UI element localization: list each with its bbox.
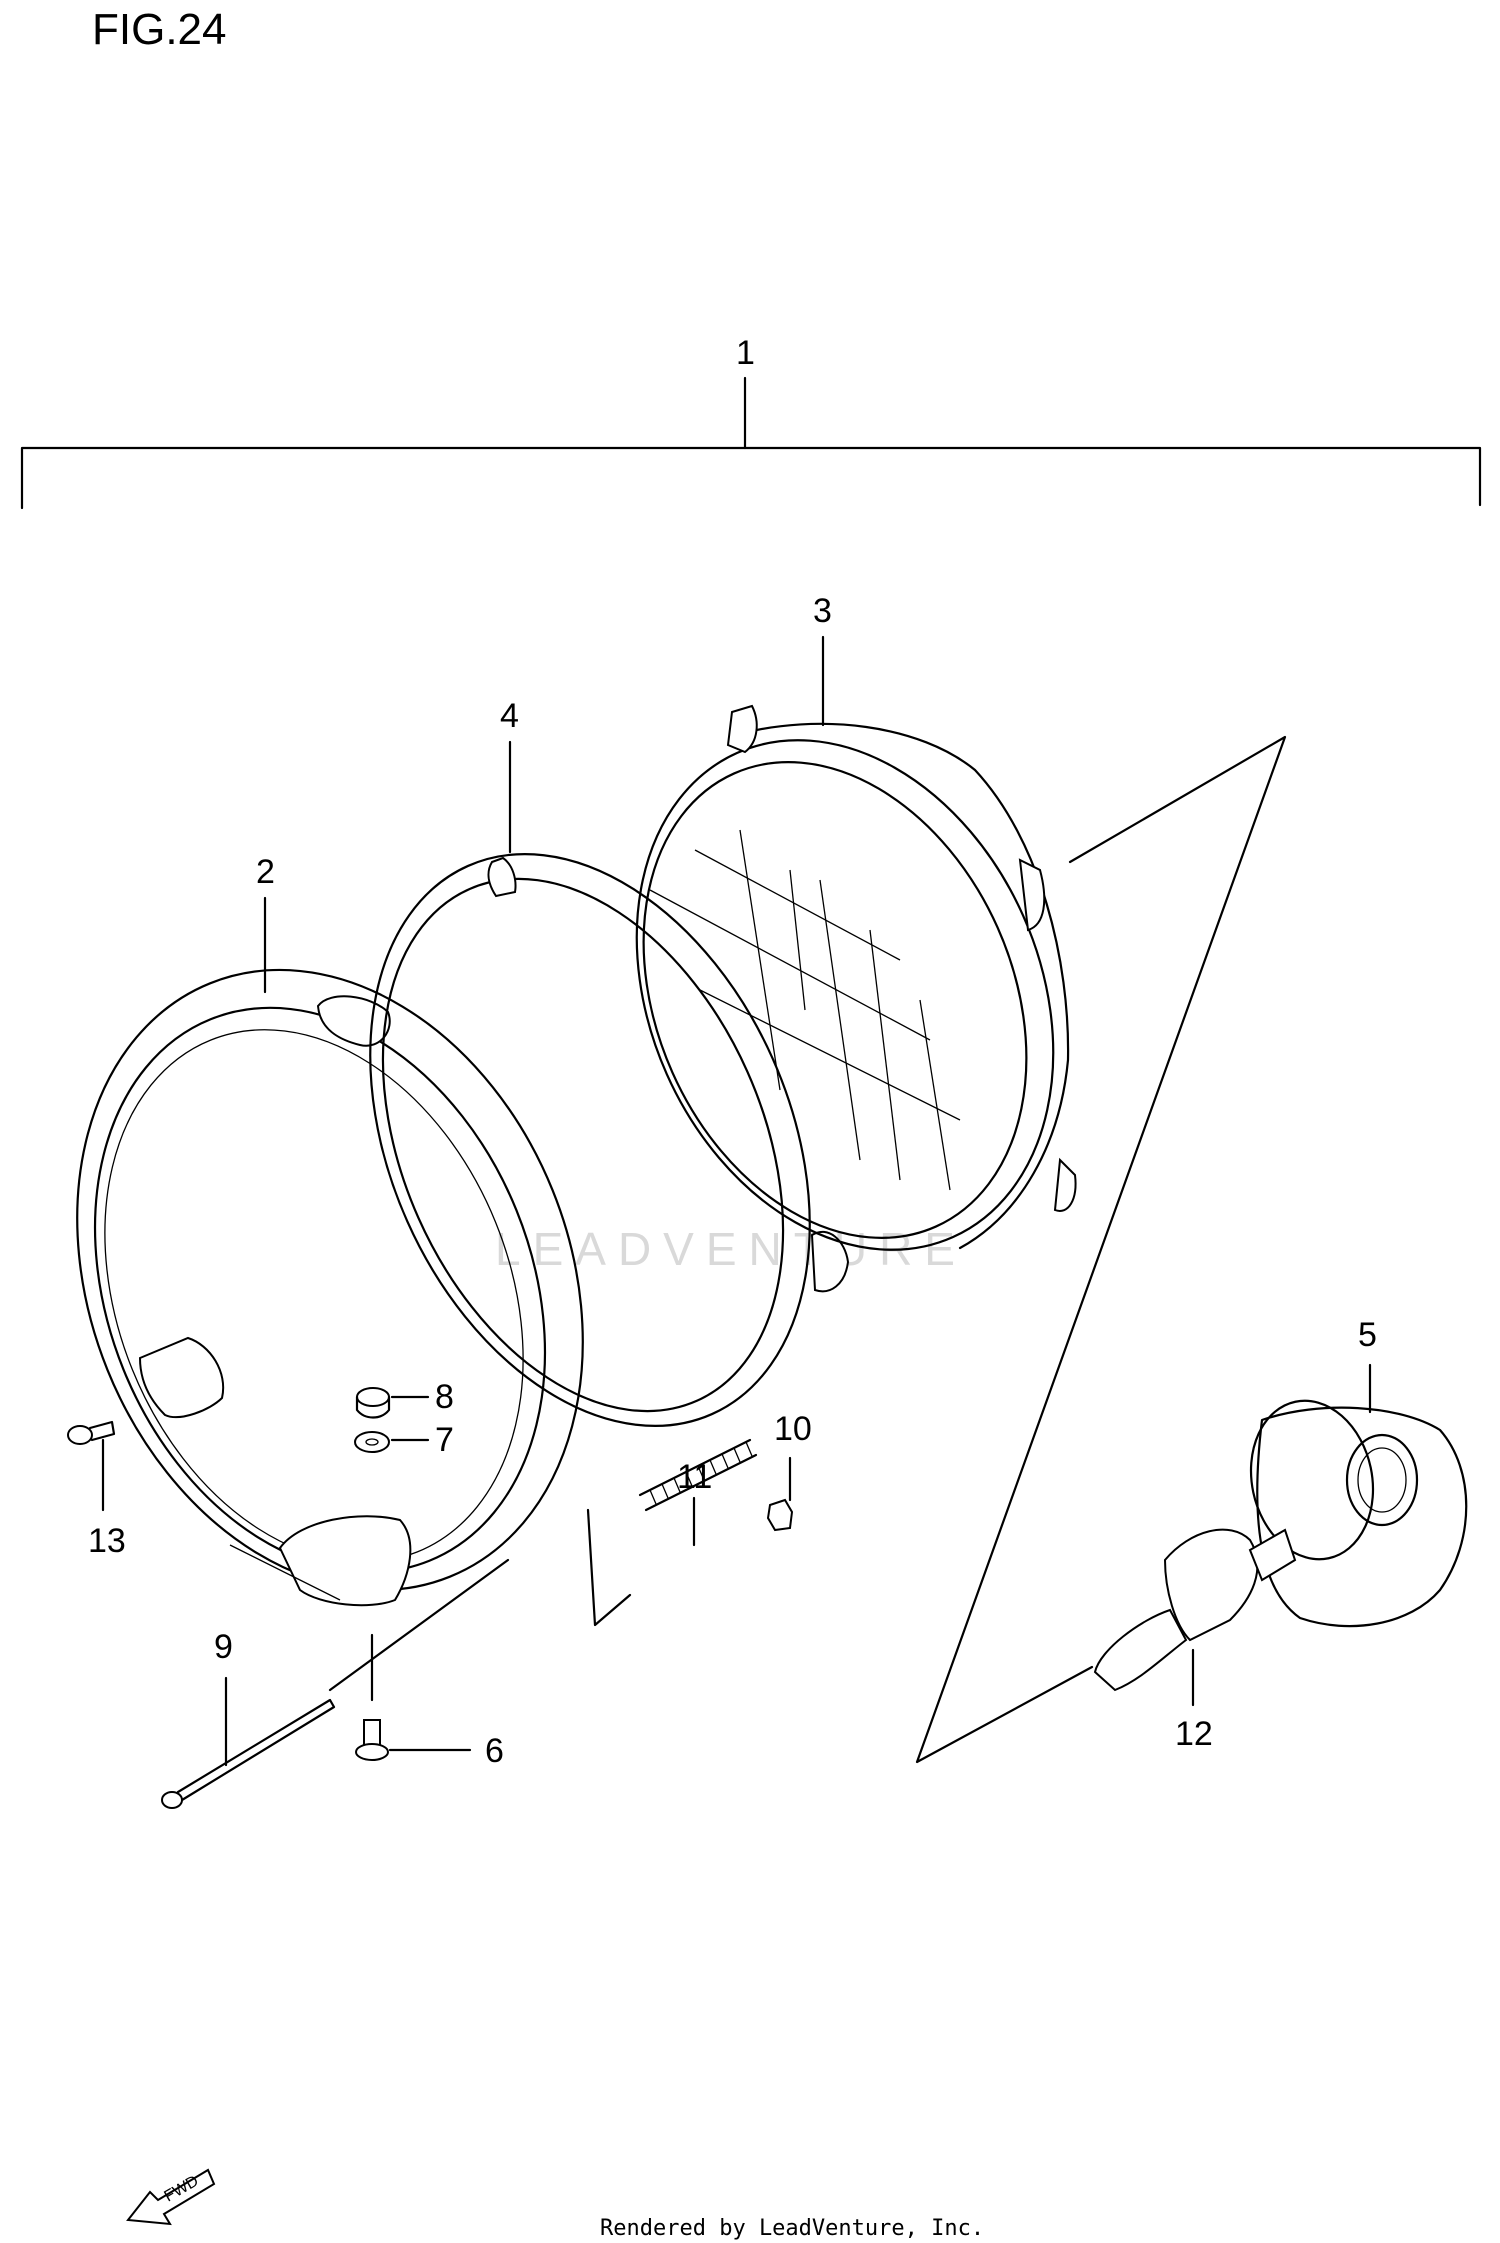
inner-ring[interactable] [285,785,894,1496]
callout-12[interactable]: 12 [1175,1715,1213,1753]
headlight-unit[interactable] [559,674,1131,1317]
washer[interactable] [354,1431,390,1453]
callout-11[interactable]: 11 [677,1458,712,1496]
callout-10[interactable]: 10 [774,1410,812,1448]
callout-4[interactable]: 4 [500,697,519,735]
bulb[interactable] [1093,1528,1297,1692]
adjusting-screw[interactable] [161,1698,336,1809]
callout-9[interactable]: 9 [214,1628,233,1666]
callout-5[interactable]: 5 [1358,1316,1377,1354]
figure-title: FIG.24 [92,5,227,54]
assembly-bracket [20,376,1482,510]
callout-8[interactable]: 8 [435,1378,454,1416]
spring[interactable] [638,1438,758,1512]
callout-13[interactable]: 13 [88,1522,126,1560]
callout-1[interactable]: 1 [736,334,755,372]
lens-pattern [649,829,961,1191]
callout-6[interactable]: 6 [485,1732,504,1770]
nut[interactable] [355,1387,391,1419]
screw[interactable] [67,1420,116,1445]
clip[interactable] [766,1498,794,1532]
callout-2[interactable]: 2 [256,853,275,891]
callout-3[interactable]: 3 [813,592,832,630]
callout-7[interactable]: 7 [435,1421,454,1459]
socket-cover[interactable] [1237,1389,1468,1628]
forward-direction-badge: FWD [126,2168,216,2226]
screw-6[interactable] [355,1719,389,1761]
exploded-view-guides [328,735,1287,1764]
render-credit: Rendered by LeadVenture, Inc. [600,2216,984,2241]
